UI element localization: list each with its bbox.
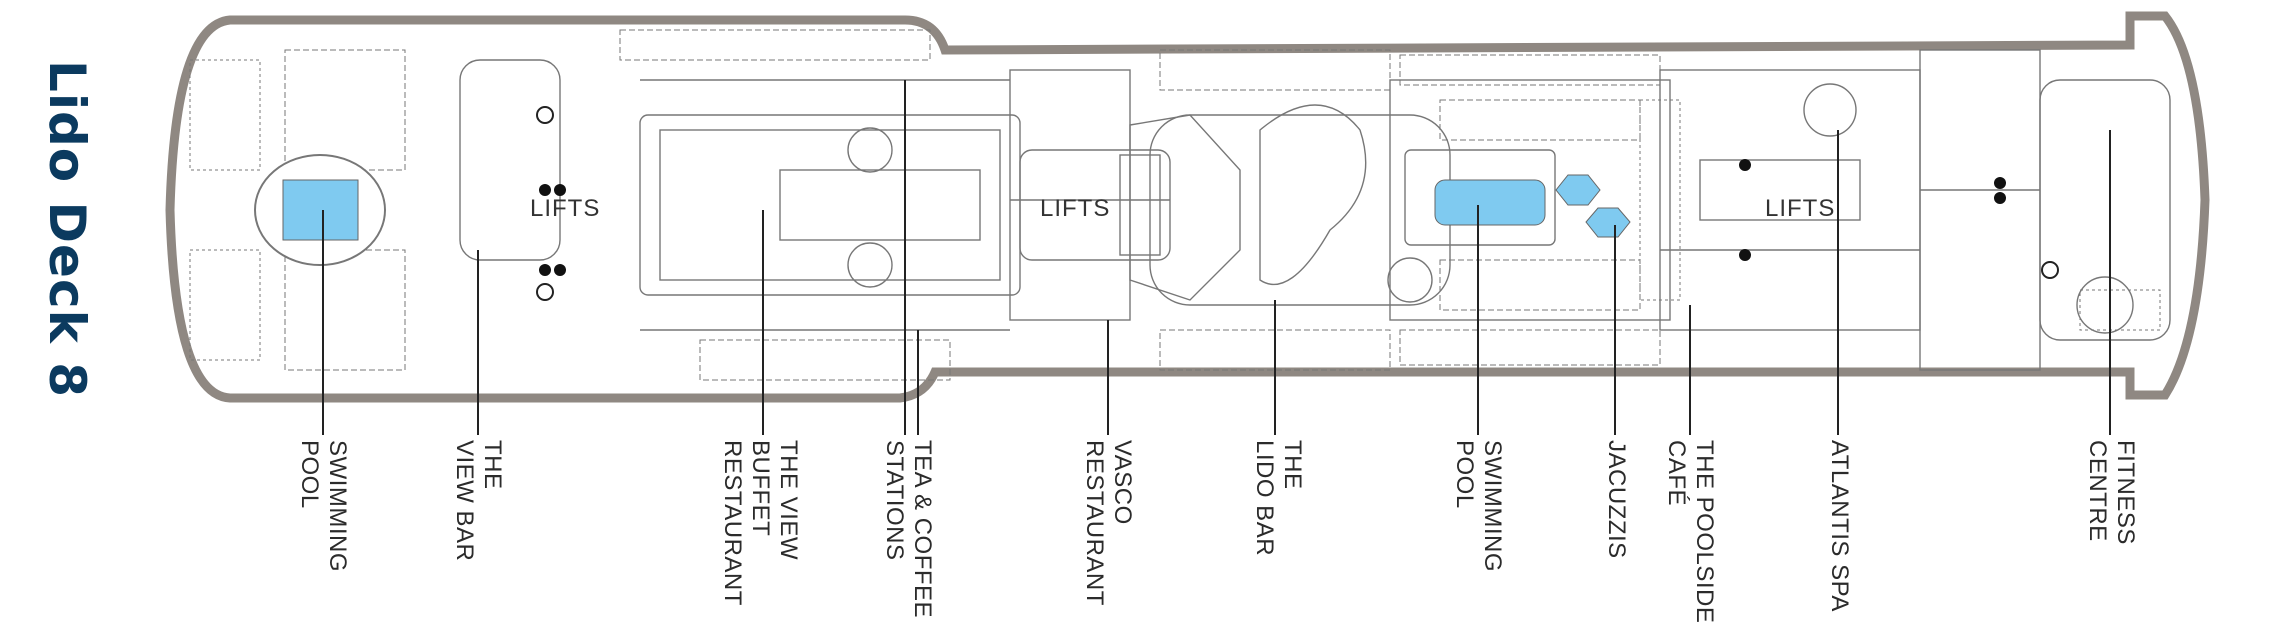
label-jacuzzis: JACUZZIS xyxy=(1603,440,1630,559)
interior-walls xyxy=(459,49,2171,371)
toilet-icon xyxy=(539,264,551,276)
label-atlantis-spa: ATLANTIS SPA xyxy=(1826,440,1853,612)
accessible-icons xyxy=(536,106,2059,301)
deck-title: Lido Deck 8 xyxy=(38,60,96,399)
pools xyxy=(254,154,1631,266)
ship-hull xyxy=(165,11,2210,403)
accessible-icon xyxy=(2041,261,2059,279)
toilet-icon xyxy=(1994,177,2006,189)
leader-lines xyxy=(322,80,2111,435)
swimming-pool-aft xyxy=(282,179,359,241)
lifts-label-mid: LIFTS xyxy=(1040,195,1111,222)
seating xyxy=(189,29,2161,381)
lifts-label-fwd: LIFTS xyxy=(1765,195,1836,222)
accessible-icon xyxy=(536,283,554,301)
toilet-icon xyxy=(554,184,566,196)
toilet-icon xyxy=(1739,159,1751,171)
toilet-icon xyxy=(554,264,566,276)
toilet-icon xyxy=(1739,249,1751,261)
toilet-icon xyxy=(539,184,551,196)
accessible-icon xyxy=(536,106,554,124)
jacuzzi-2 xyxy=(1585,207,1631,238)
swimming-pool-mid xyxy=(1434,179,1546,226)
lifts-label-aft: LIFTS xyxy=(530,195,601,222)
facility-icons xyxy=(539,159,2006,276)
jacuzzi-1 xyxy=(1555,174,1601,206)
toilet-icon xyxy=(1994,192,2006,204)
